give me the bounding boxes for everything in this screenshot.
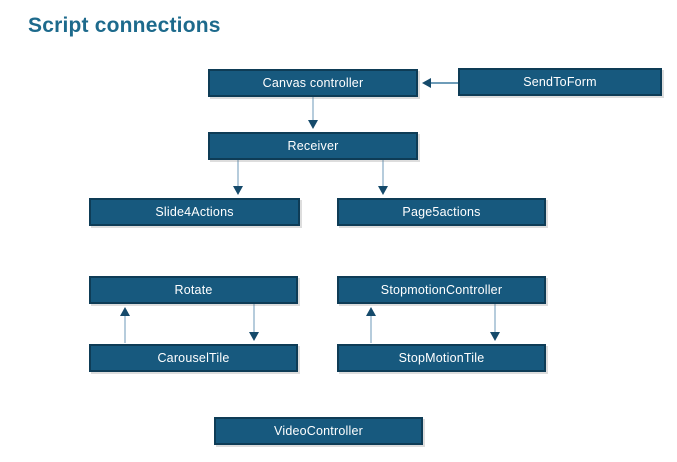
node-label: VideoController <box>274 424 363 438</box>
node-label: CarouselTile <box>157 351 230 365</box>
node-stopmotion-controller: StopmotionController <box>337 276 546 304</box>
node-slide4actions: Slide4Actions <box>89 198 300 226</box>
node-label: Slide4Actions <box>155 205 234 219</box>
node-receiver: Receiver <box>208 132 418 160</box>
edge-arrowhead-rotate-to-carouseltile <box>249 332 259 341</box>
node-label: Page5actions <box>402 205 481 219</box>
node-label: SendToForm <box>523 75 597 89</box>
node-send-to-form: SendToForm <box>458 68 662 96</box>
node-carousel-tile: CarouselTile <box>89 344 298 372</box>
node-label: Canvas controller <box>262 76 364 90</box>
edge-arrowhead-stopmotiontile-to-controller <box>366 307 376 316</box>
node-label: Rotate <box>174 283 213 297</box>
node-label: Receiver <box>287 139 339 153</box>
node-canvas-controller: Canvas controller <box>208 69 418 97</box>
edge-arrowhead-controller-to-stopmotiontile <box>490 332 500 341</box>
node-label: StopmotionController <box>380 283 503 297</box>
node-page5actions: Page5actions <box>337 198 546 226</box>
edge-arrowhead-receiver-to-slide4actions <box>233 186 243 195</box>
edge-arrowhead-carouseltile-to-rotate <box>120 307 130 316</box>
node-stopmotion-tile: StopMotionTile <box>337 344 546 372</box>
node-rotate: Rotate <box>89 276 298 304</box>
edge-arrowhead-sendtoform-to-canvascontroller <box>422 78 431 88</box>
node-label: StopMotionTile <box>398 351 485 365</box>
node-video-controller: VideoController <box>214 417 423 445</box>
edge-arrowhead-canvascontroller-to-receiver <box>308 120 318 129</box>
page-title: Script connections <box>28 14 221 37</box>
edge-arrowhead-receiver-to-page5actions <box>378 186 388 195</box>
